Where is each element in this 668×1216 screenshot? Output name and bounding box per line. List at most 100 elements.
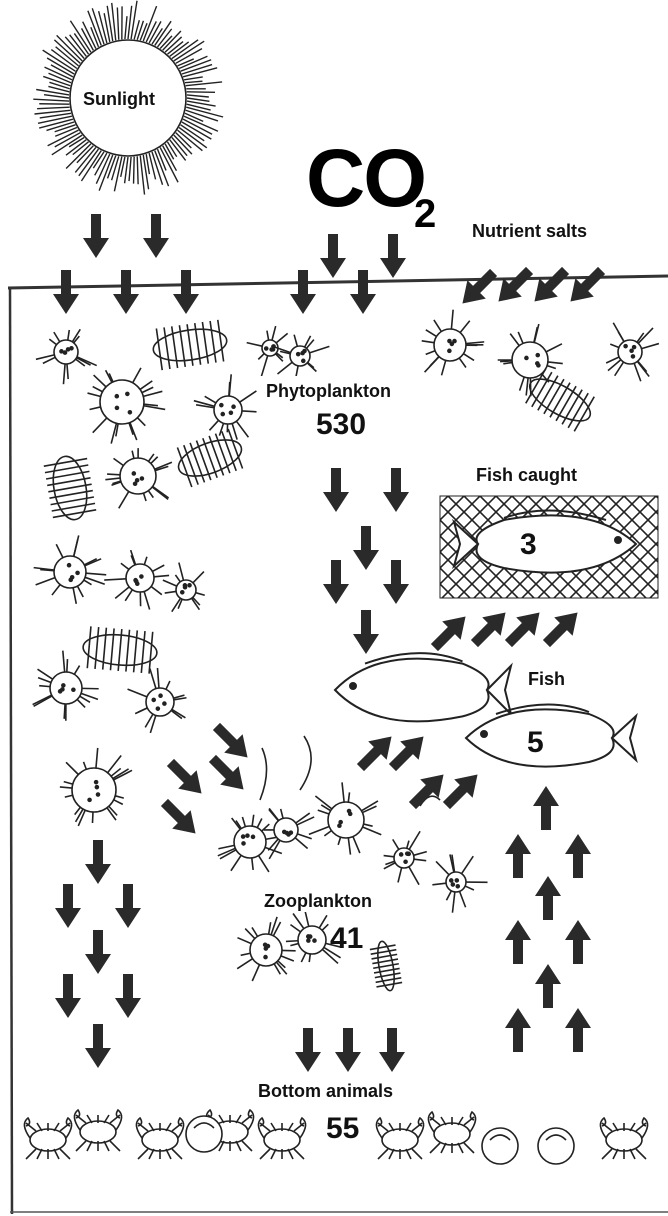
flow-arrow xyxy=(55,884,81,928)
flow-arrow xyxy=(161,753,210,802)
sun-ray xyxy=(128,6,132,39)
sun-ray xyxy=(184,77,203,80)
plankton-organism xyxy=(88,368,166,444)
sun-ray xyxy=(174,41,204,61)
flow-arrow xyxy=(525,261,574,310)
flow-arrow xyxy=(379,1028,405,1072)
flow-arrow xyxy=(535,964,561,1008)
sun-ray xyxy=(160,147,178,182)
plankton-organism xyxy=(33,651,99,721)
phytoplankton-label: Phytoplankton xyxy=(266,382,391,400)
flow-arrow xyxy=(453,263,502,312)
flow-arrow xyxy=(350,270,376,314)
fish-label: Fish xyxy=(528,670,565,688)
flow-arrow xyxy=(561,261,610,310)
sun-ray xyxy=(37,107,70,108)
plankton-organism xyxy=(105,448,172,508)
flow-arrow xyxy=(85,1024,111,1068)
plankton-organism xyxy=(60,748,132,826)
co2-subscript: 2 xyxy=(414,194,436,234)
sun-ray xyxy=(187,98,209,101)
flow-arrow xyxy=(353,526,379,570)
plankton-organism xyxy=(150,319,229,371)
zooplankton-label: Zooplankton xyxy=(264,892,372,910)
flow-arrow xyxy=(425,607,474,656)
flow-arrow xyxy=(403,765,452,814)
flow-arrow xyxy=(383,727,432,776)
sun-ray xyxy=(125,16,127,39)
fish-caught-value: 3 xyxy=(518,530,539,560)
flow-arrow xyxy=(323,560,349,604)
sun-ray xyxy=(55,125,76,132)
plankton-organism xyxy=(264,808,314,859)
co2-main-text: CO xyxy=(306,138,425,220)
plankton-organism xyxy=(81,626,158,674)
flow-arrow xyxy=(353,610,379,654)
bottom-animals-value: 55 xyxy=(326,1114,359,1144)
sun-ray xyxy=(117,7,118,39)
sun-ray xyxy=(146,154,149,174)
sun-ray xyxy=(75,147,96,172)
sun-ray xyxy=(47,58,74,74)
flow-arrow xyxy=(290,270,316,314)
plankton-organism xyxy=(218,815,282,872)
flow-arrow xyxy=(533,786,559,830)
flow-arrow xyxy=(55,974,81,1018)
sun-ray xyxy=(185,81,202,83)
flow-arrow xyxy=(83,214,109,258)
sun-ray xyxy=(34,110,70,114)
fish-value: 5 xyxy=(527,728,544,758)
flow-arrow xyxy=(295,1028,321,1072)
nutrient-salts-label: Nutrient salts xyxy=(472,222,587,240)
sunlight-label: Sunlight xyxy=(83,90,155,108)
flow-arrow xyxy=(85,840,111,884)
flow-arrow xyxy=(115,884,141,928)
crab-icon xyxy=(74,1110,121,1151)
flow-arrow xyxy=(85,930,111,974)
flow-arrow xyxy=(115,974,141,1018)
flow-arrow xyxy=(535,876,561,920)
flow-arrow xyxy=(505,920,531,964)
plankton-organism xyxy=(128,668,187,733)
fish-drawing xyxy=(335,653,511,721)
flow-arrow xyxy=(505,834,531,878)
crab-icon xyxy=(258,1118,305,1159)
plankton-organism xyxy=(422,310,485,376)
flow-arrow xyxy=(499,603,548,652)
flow-arrow xyxy=(113,270,139,314)
sun-ray xyxy=(56,47,79,66)
flow-arrow xyxy=(465,603,514,652)
plankton-organism xyxy=(163,563,205,612)
flow-arrow xyxy=(383,560,409,604)
crab-icon xyxy=(136,1118,183,1159)
crab-icon xyxy=(428,1112,475,1153)
flow-arrow xyxy=(437,765,486,814)
plankton-organism xyxy=(606,323,659,381)
flow-arrow xyxy=(351,727,400,776)
flow-arrow xyxy=(383,468,409,512)
sun-ray xyxy=(187,92,215,93)
fish-drawing xyxy=(466,704,636,766)
sun-ray xyxy=(149,153,155,179)
sun-ray xyxy=(177,59,193,66)
sun-ray xyxy=(33,99,69,101)
plankton-organism xyxy=(34,535,107,603)
flow-arrow xyxy=(155,793,204,842)
plankton-organism xyxy=(194,374,257,439)
flow-arrow xyxy=(505,1008,531,1052)
flow-arrow xyxy=(53,270,79,314)
flow-arrow xyxy=(565,920,591,964)
flow-arrow xyxy=(565,1008,591,1052)
crab-icon xyxy=(376,1118,423,1159)
bottom-animals-label: Bottom animals xyxy=(258,1082,393,1100)
sun-ray xyxy=(187,95,209,97)
plankton-organism xyxy=(432,854,487,912)
plankton-organism xyxy=(36,329,97,384)
plankton-organism xyxy=(309,782,381,854)
fish-caught-label: Fish caught xyxy=(476,466,577,484)
shell-icon xyxy=(482,1128,518,1164)
phytoplankton-value: 530 xyxy=(316,410,366,440)
sun-ray xyxy=(44,95,69,98)
sun-ray xyxy=(137,156,138,184)
flow-arrow xyxy=(173,270,199,314)
